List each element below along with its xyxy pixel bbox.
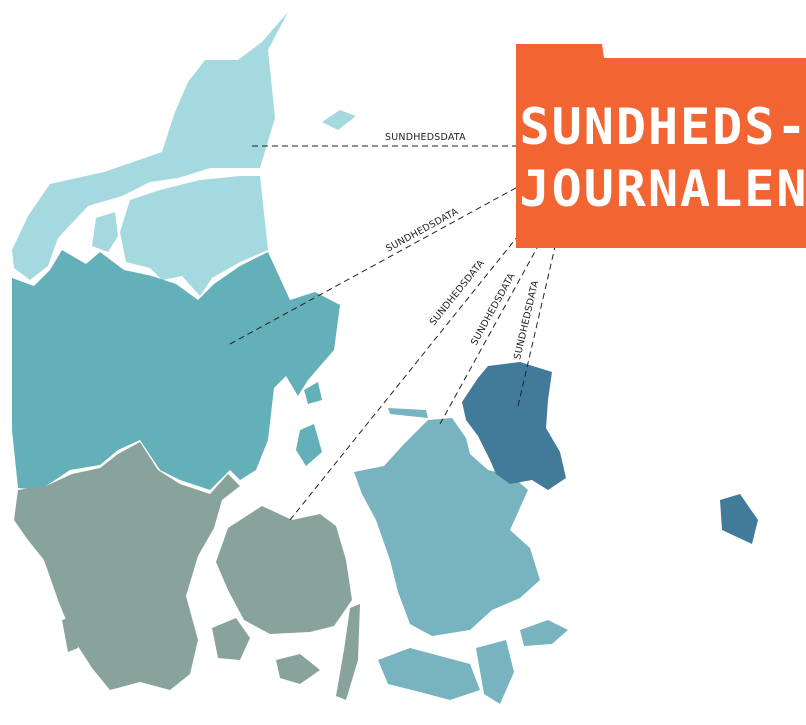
flow-arrow-midtjylland xyxy=(229,177,535,345)
folder-shape xyxy=(516,44,806,248)
region-nordjylland-island-laeso xyxy=(322,110,356,130)
region-nordjylland-island-mors xyxy=(92,212,118,252)
flow-label-hovedstaden: SUNDHEDSDATA xyxy=(512,279,541,360)
region-midtjylland-island-tuno xyxy=(304,382,322,404)
region-syddanmark-island-als xyxy=(212,618,250,660)
folder-title-line1: SUNDHEDS- xyxy=(520,98,806,156)
region-sjaelland-falster xyxy=(476,640,514,704)
region-nordjylland-south xyxy=(120,176,268,296)
region-sjaelland-sejero xyxy=(388,408,428,418)
region-hovedstaden xyxy=(462,362,758,544)
flow-label-syddanmark: SUNDHEDSDATA xyxy=(428,258,487,328)
flow-arrow-sjaelland xyxy=(439,227,549,425)
region-hovedstaden-bornholm xyxy=(720,494,758,544)
flow-label-nordjylland: SUNDHEDSDATA xyxy=(385,132,466,143)
region-syddanmark-island-langeland xyxy=(336,604,360,700)
flow-label-sjaelland: SUNDHEDSDATA xyxy=(469,271,518,347)
region-syddanmark-island-aero xyxy=(276,654,320,684)
sundhedsjournalen-folder: SUNDHEDS- JOURNALEN xyxy=(516,44,806,248)
flow-label-midtjylland: SUNDHEDSDATA xyxy=(384,206,460,254)
region-sjaelland xyxy=(354,408,568,704)
region-nordjylland xyxy=(12,12,356,296)
region-midtjylland-island-samso xyxy=(296,424,322,466)
region-sjaelland-lolland xyxy=(378,648,480,700)
region-midtjylland xyxy=(12,250,340,490)
region-syddanmark-funen xyxy=(216,506,352,634)
region-syddanmark-island-romo xyxy=(62,616,78,652)
region-sjaelland-main xyxy=(354,418,540,636)
folder-title-line2: JOURNALEN xyxy=(520,160,806,218)
region-sjaelland-mon xyxy=(520,620,568,646)
region-syddanmark xyxy=(14,442,360,700)
region-nordjylland-mainland xyxy=(12,12,288,280)
region-hovedstaden-main xyxy=(462,362,566,490)
flow-arrows xyxy=(229,142,560,521)
region-midtjylland-mainland xyxy=(12,250,340,490)
flow-arrow-syddanmark xyxy=(289,205,543,521)
